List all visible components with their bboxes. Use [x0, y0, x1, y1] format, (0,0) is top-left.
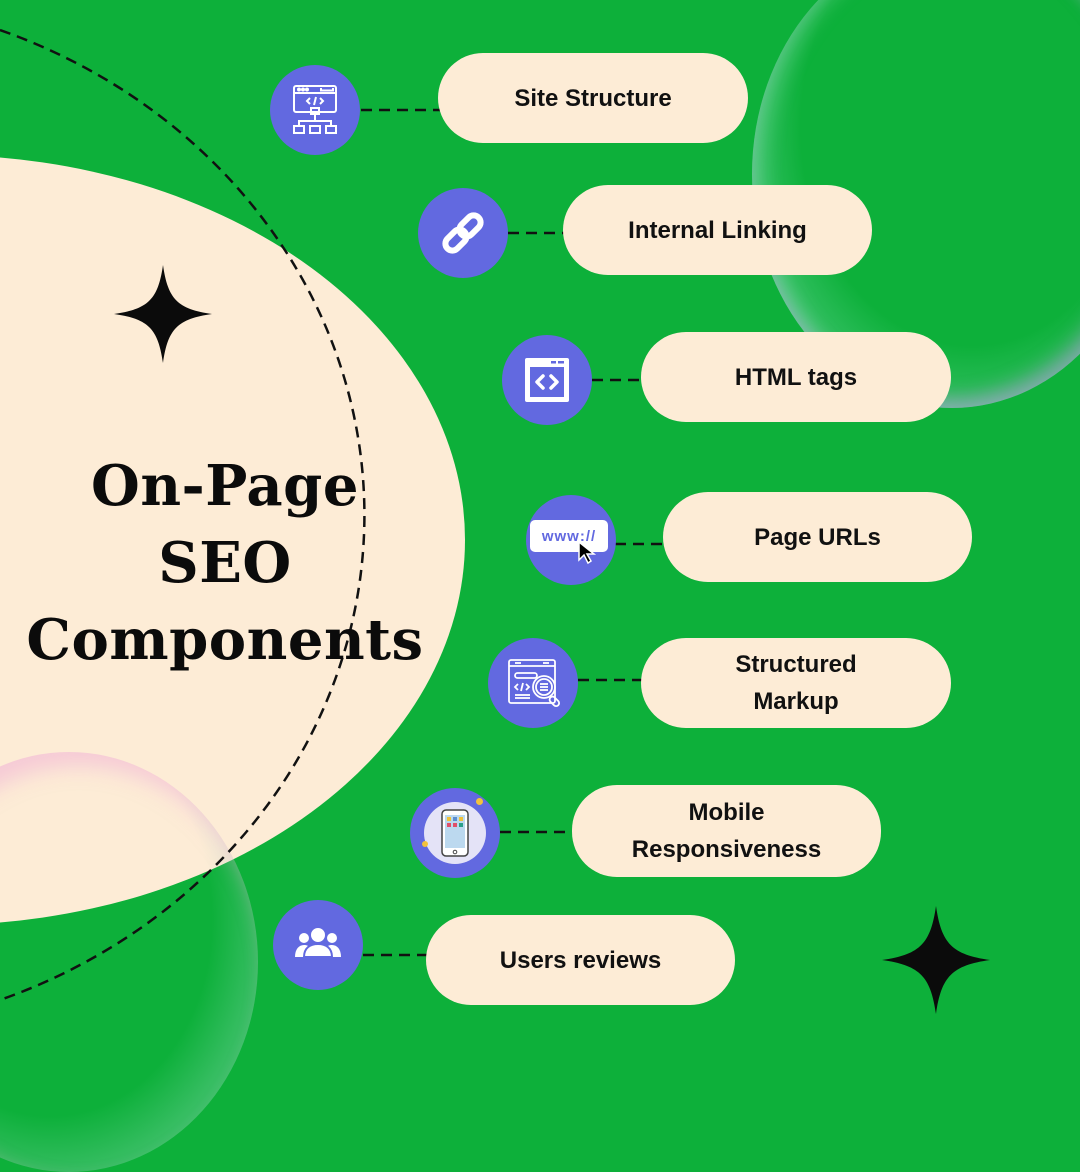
www-url-icon: www:// [526, 495, 616, 585]
component-label: Page URLs [754, 523, 881, 551]
component-pill-page-urls: Page URLs [663, 492, 972, 582]
code-search-icon [488, 638, 578, 728]
page-title: On-Page SEO Components [0, 448, 450, 679]
component-pill-users-reviews: Users reviews [426, 915, 735, 1005]
component-label: Site Structure [514, 84, 672, 112]
title-line: On-Page [91, 453, 359, 519]
title-line: SEO [158, 530, 292, 596]
component-label: Structured [735, 651, 857, 678]
decorative-dot [422, 841, 428, 847]
component-pill-site-structure: Site Structure [438, 53, 748, 143]
component-pill-internal-linking: Internal Linking [563, 185, 872, 275]
code-window-icon [502, 335, 592, 425]
title-line: Components [26, 607, 424, 673]
component-pill-mobile-responsiveness: Mobile Responsiveness [572, 785, 881, 877]
component-label: Internal Linking [628, 216, 807, 244]
component-pill-html-tags: HTML tags [641, 332, 951, 422]
cursor-icon [578, 540, 597, 565]
component-pill-structured-markup: Structured Markup [641, 638, 951, 728]
component-label: Mobile [688, 799, 765, 826]
component-label: Users reviews [499, 946, 662, 974]
component-label: Responsiveness [631, 836, 822, 863]
sparkle-icon [114, 265, 212, 363]
smartphone-icon [410, 788, 500, 878]
component-label: Markup [753, 688, 839, 715]
sparkle-icon [882, 906, 990, 1014]
connector-lines [0, 28, 665, 1002]
decorative-dot [476, 798, 483, 805]
sitemap-icon [270, 65, 360, 155]
component-label: HTML tags [734, 363, 858, 391]
url-text: www:// [530, 520, 608, 552]
users-group-icon [273, 900, 363, 990]
link-icon [418, 188, 508, 278]
